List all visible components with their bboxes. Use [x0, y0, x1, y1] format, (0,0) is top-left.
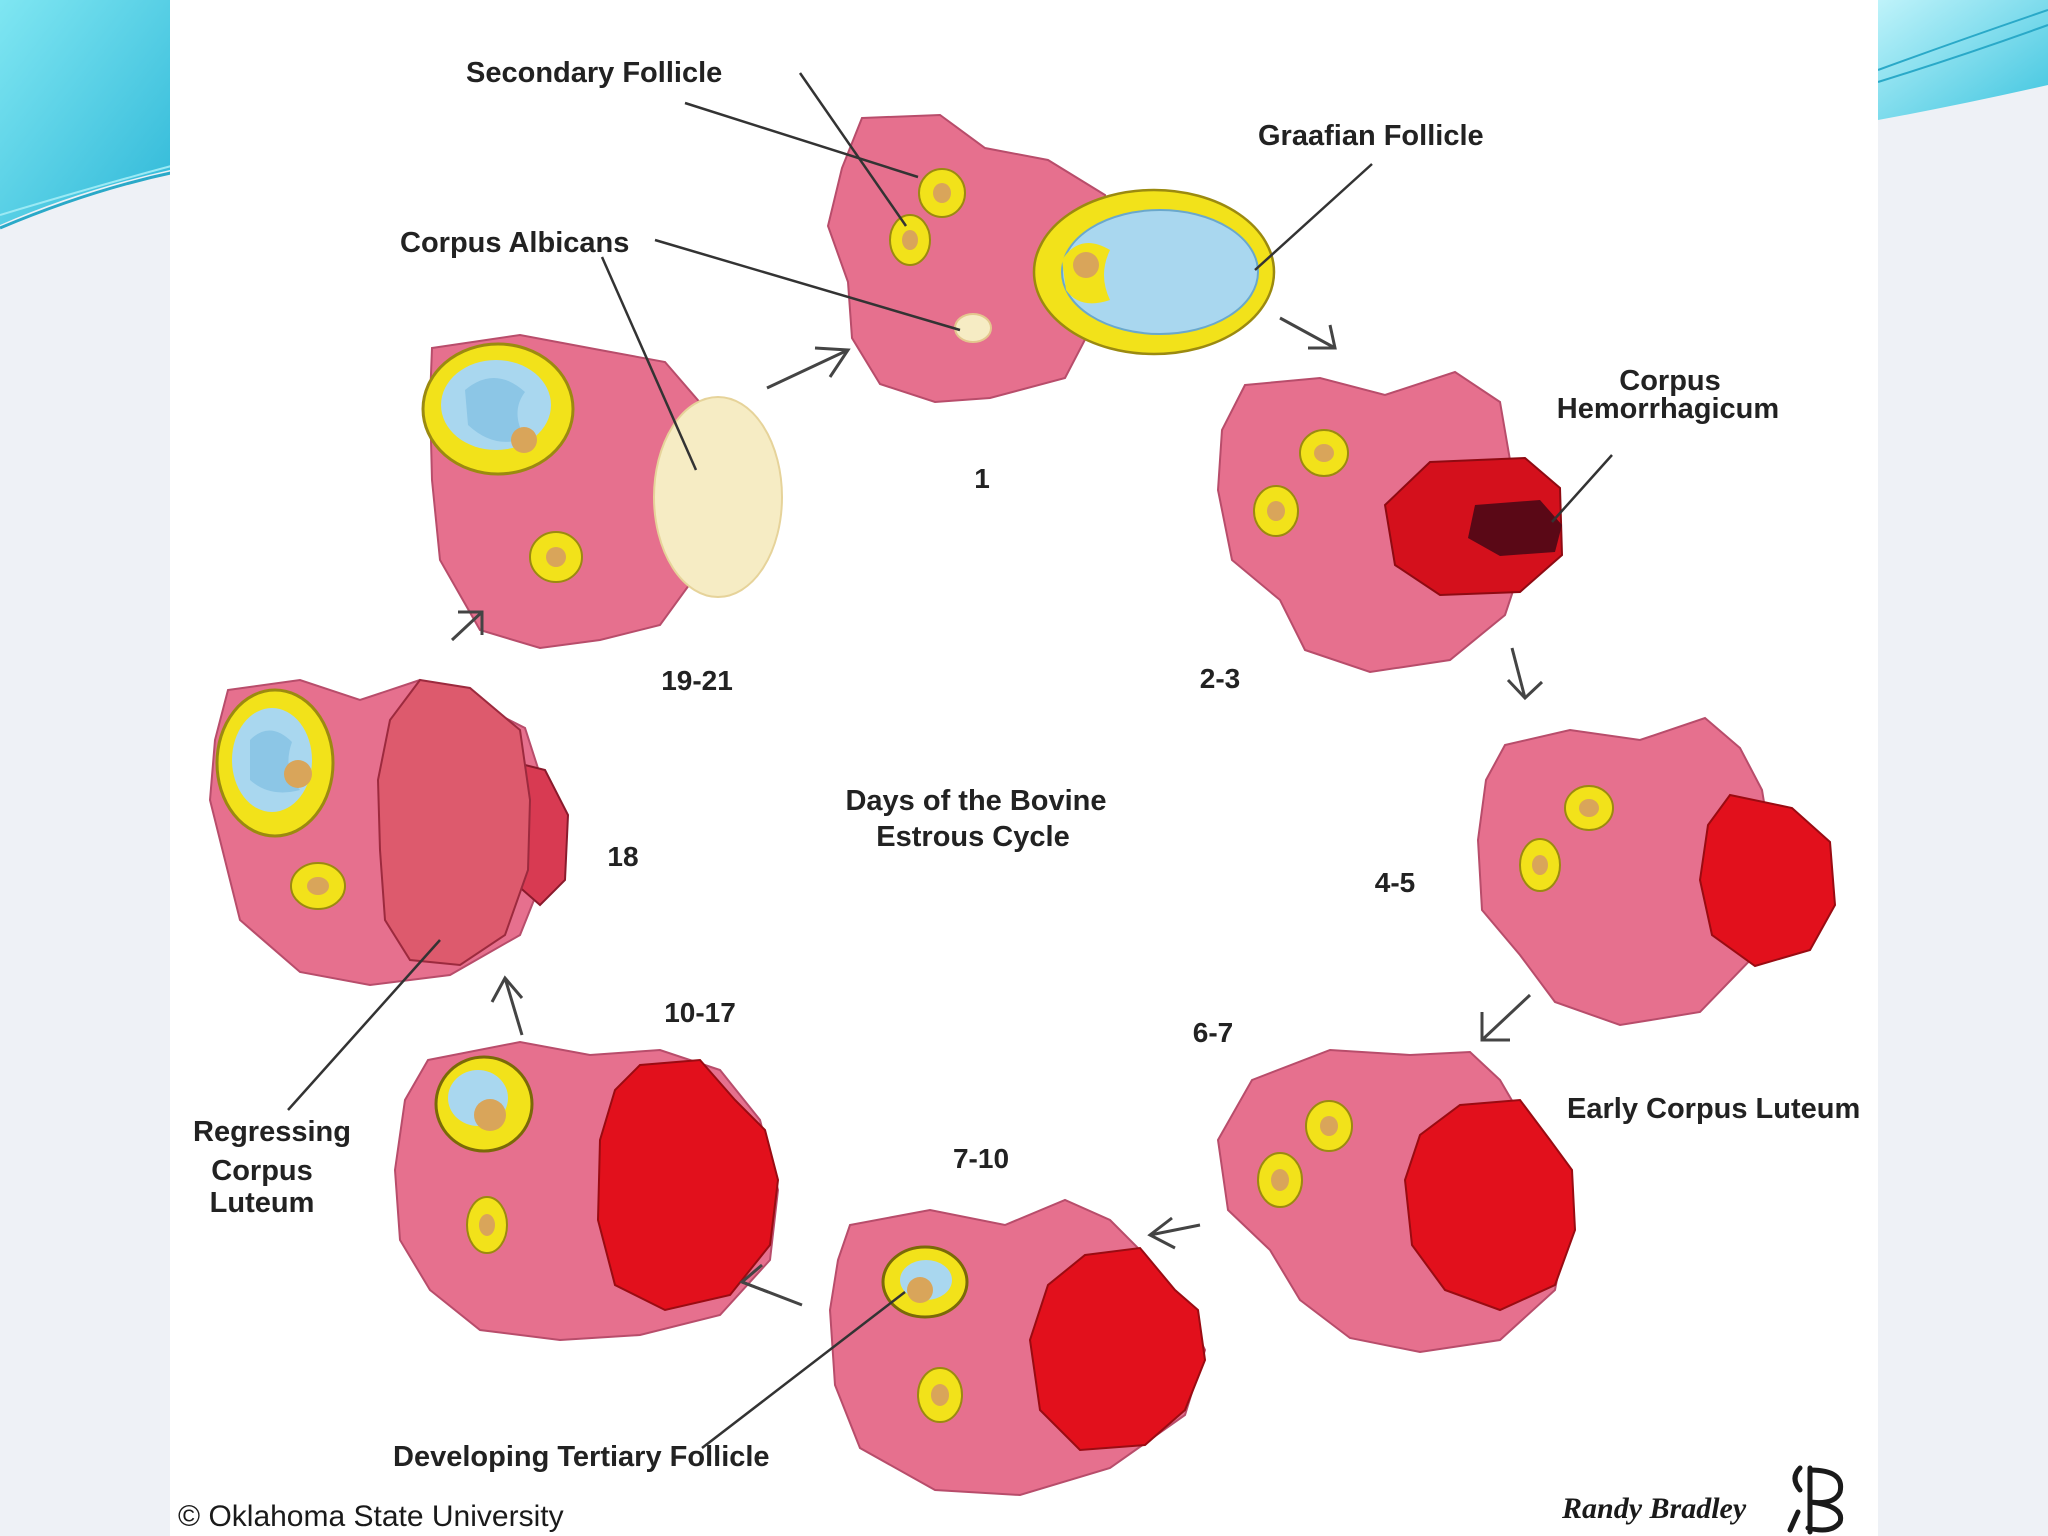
ovary-day-19-21	[421, 333, 783, 650]
cycle-arrows	[450, 316, 1544, 1307]
day-label-4-5: 4-5	[1375, 867, 1415, 898]
label-developing-tertiary-follicle: Developing Tertiary Follicle	[393, 1441, 770, 1473]
early-corpus-luteum-icon	[1403, 1098, 1577, 1312]
label-corpus-albicans: Corpus Albicans	[400, 227, 629, 259]
follicle-icon	[215, 688, 335, 838]
developing-tertiary-follicle-icon	[881, 1245, 969, 1319]
estrous-cycle-diagram: Secondary Follicle Graafian Follicle Cor…	[178, 57, 1860, 1535]
corpus-albicans-icon	[653, 396, 783, 598]
estrous-cycle-figure: Secondary Follicle Graafian Follicle Cor…	[170, 0, 1878, 1536]
center-title-line2: Estrous Cycle	[876, 821, 1069, 853]
copyright-text: © Oklahoma State University	[178, 1500, 564, 1533]
label-graafian-follicle: Graafian Follicle	[1258, 120, 1484, 152]
secondary-follicle-icon	[918, 168, 966, 218]
regressing-corpus-luteum-icon	[376, 678, 570, 967]
graafian-follicle-icon	[1032, 188, 1276, 356]
label-corpus-hemorrhagicum-line2: Hemorrhagicum	[1557, 393, 1779, 425]
arrow-icon	[490, 975, 524, 1036]
ovary-day-10-17	[393, 1040, 780, 1342]
pointer-lines	[287, 72, 1613, 1449]
ovary-day-2-3	[1216, 370, 1564, 674]
secondary-follicle-icon	[529, 531, 583, 583]
left-swoosh	[0, 0, 170, 225]
artist-monogram	[1787, 1465, 1844, 1535]
ovary-day-18	[208, 678, 570, 987]
secondary-follicle-icon	[290, 862, 346, 910]
secondary-follicle-icon	[1257, 1152, 1303, 1208]
day-label-7-10: 7-10	[953, 1143, 1009, 1174]
arrow-icon	[1279, 316, 1337, 350]
secondary-follicle-icon	[1564, 785, 1614, 831]
ovary-day-7-10	[828, 1198, 1207, 1497]
day-label-10-17: 10-17	[664, 997, 736, 1028]
day-label-18: 18	[607, 841, 638, 872]
secondary-follicle-icon	[917, 1367, 963, 1423]
secondary-follicle-icon	[1253, 485, 1299, 537]
arrow-icon	[739, 1263, 803, 1307]
small-corpus-albicans-icon	[954, 313, 992, 343]
day-label-19-21: 19-21	[661, 665, 733, 696]
secondary-follicle-icon	[1519, 838, 1561, 892]
secondary-follicle-icon	[466, 1196, 508, 1254]
corpus-luteum-icon	[1028, 1246, 1207, 1452]
arrow-icon	[1147, 1216, 1201, 1250]
arrow-icon	[1506, 647, 1544, 701]
label-secondary-follicle: Secondary Follicle	[466, 57, 722, 89]
right-swoosh	[1878, 0, 2048, 120]
label-corpus-hemorrhagicum-line1: Corpus	[1619, 365, 1721, 397]
artist-signature: Randy Bradley	[1561, 1492, 1747, 1525]
tertiary-follicle-icon	[434, 1055, 534, 1153]
corpus-luteum-icon	[596, 1058, 780, 1312]
corpus-hemorrhagicum-icon	[1383, 456, 1564, 597]
label-regressing-corpus-luteum-line2: Corpus	[211, 1155, 313, 1187]
label-early-corpus-luteum: Early Corpus Luteum	[1567, 1093, 1860, 1125]
arrow-icon	[450, 610, 484, 642]
ovary-day-6-7	[1216, 1048, 1577, 1354]
secondary-follicle-icon	[1305, 1100, 1353, 1152]
arrow-icon	[1480, 993, 1532, 1042]
follicle-icon	[421, 342, 575, 476]
day-label-1: 1	[974, 463, 990, 494]
ovary-day-1	[826, 113, 1276, 404]
arrow-icon	[766, 346, 851, 390]
secondary-follicle-icon	[1299, 429, 1349, 477]
day-label-6-7: 6-7	[1193, 1017, 1233, 1048]
early-corpus-luteum-icon	[1698, 793, 1837, 968]
secondary-follicle-icon	[889, 214, 931, 266]
ovary-day-4-5	[1476, 716, 1837, 1027]
center-title-line1: Days of the Bovine	[845, 785, 1106, 817]
day-label-2-3: 2-3	[1200, 663, 1240, 694]
label-regressing-corpus-luteum-line3: Luteum	[210, 1187, 315, 1219]
label-regressing-corpus-luteum-line1: Regressing	[193, 1116, 351, 1148]
